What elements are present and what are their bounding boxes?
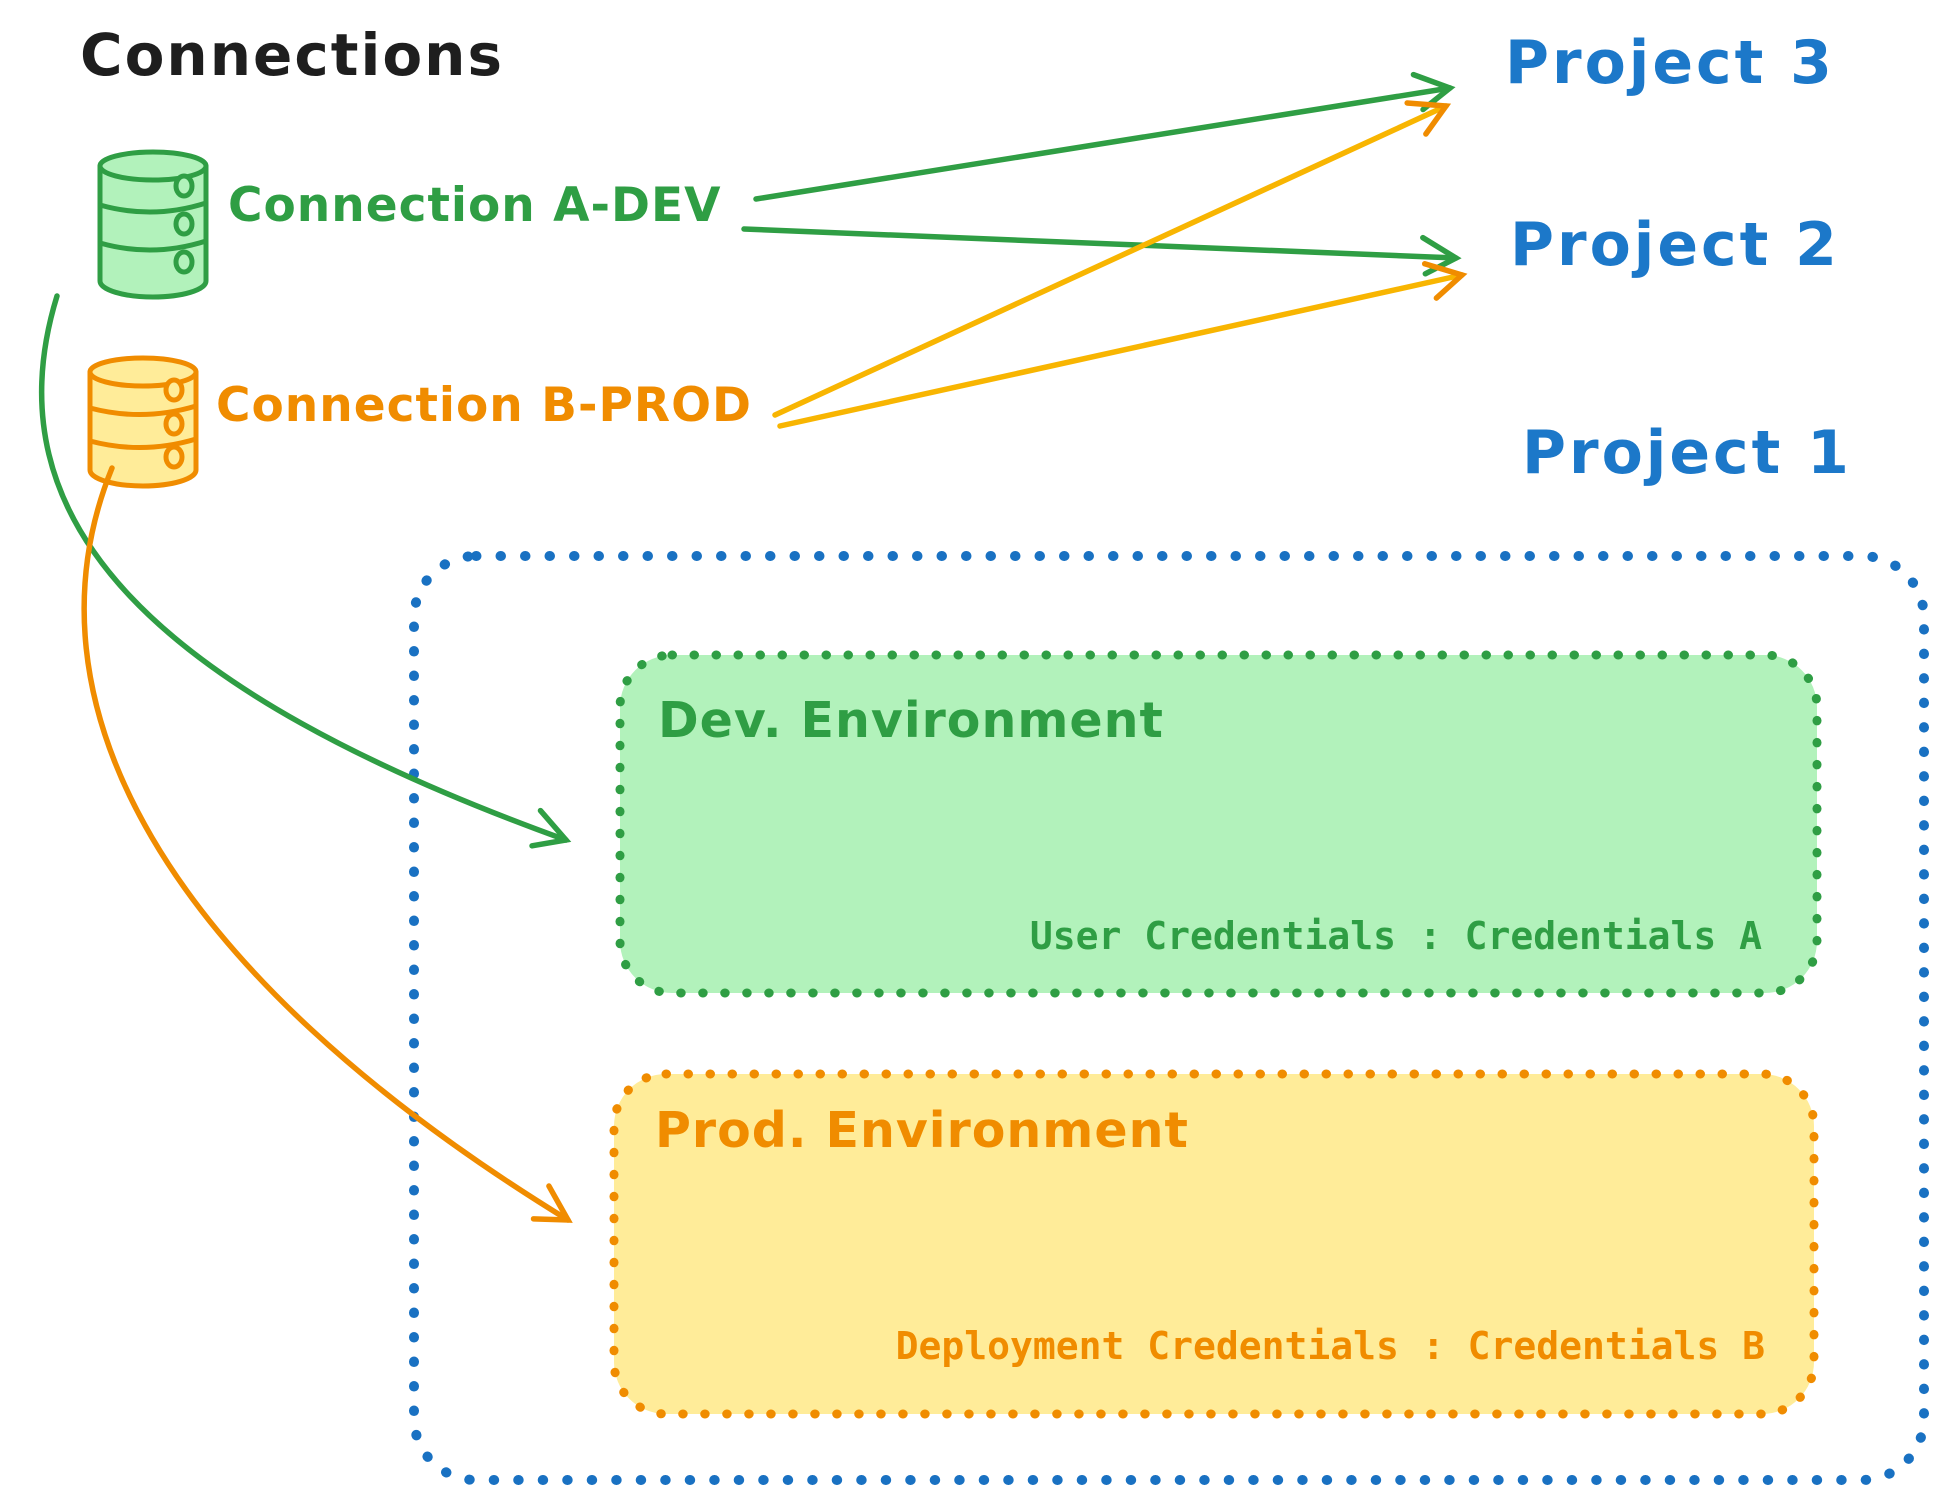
prod-environment-title: Prod. Environment	[655, 1102, 1189, 1159]
project-3-label: Project 3	[1505, 28, 1835, 98]
project-2-label: Project 2	[1510, 210, 1840, 280]
arrow-adev-to-dev-environment	[38, 293, 572, 849]
dev-environment-title: Dev. Environment	[658, 692, 1164, 749]
arrow-adev-to-project2	[741, 226, 1462, 277]
prod-environment-credentials: Deployment Credentials : Credentials B	[895, 1324, 1765, 1368]
dev-environment-box	[615, 650, 1822, 998]
arrow-bprod-to-project2	[777, 261, 1468, 429]
arrow-adev-to-project3	[753, 71, 1456, 202]
dev-environment-credentials: User Credentials : Credentials A	[1029, 914, 1762, 958]
database-icon-a-dev	[97, 149, 209, 300]
diagram-title: Connections	[80, 21, 504, 89]
database-icon-b-prod	[87, 355, 199, 489]
project1-container-box	[409, 551, 1929, 1485]
connection-a-dev-label: Connection A-DEV	[228, 178, 722, 233]
project-1-label: Project 1	[1522, 418, 1852, 488]
prod-environment-box	[609, 1069, 1819, 1419]
arrow-bprod-to-project3	[772, 100, 1452, 418]
arrow-bprod-to-prod-environment	[81, 465, 573, 1223]
connection-b-prod-label: Connection B-PROD	[216, 378, 753, 433]
